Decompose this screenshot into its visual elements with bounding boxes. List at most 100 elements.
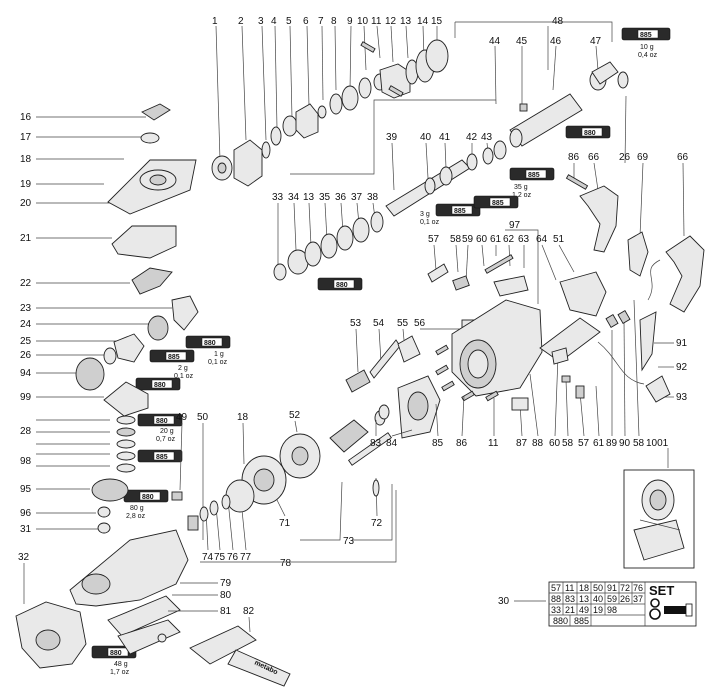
- callout-34: 34: [288, 192, 300, 203]
- grease-tube-6: 880: [317, 277, 363, 291]
- svg-text:49: 49: [579, 605, 589, 615]
- svg-text:885: 885: [156, 454, 168, 461]
- grease-tube-4: 885 3 g 0,1 oz: [420, 203, 481, 226]
- callout-95: 95: [20, 484, 32, 495]
- svg-text:48 g: 48 g: [114, 661, 128, 668]
- grease-tube-10: 880 20 g 0,7 oz: [137, 413, 183, 443]
- callout-81: 81: [220, 606, 232, 617]
- callout-96: 96: [20, 508, 32, 519]
- callout-11b: 11: [488, 438, 499, 449]
- callout-37: 37: [351, 192, 363, 203]
- callout-45: 45: [516, 36, 528, 47]
- callout-1001: 1001: [646, 438, 669, 449]
- svg-text:80 g: 80 g: [130, 505, 144, 512]
- callout-21: 21: [20, 233, 32, 244]
- callout-48: 48: [552, 16, 564, 27]
- callout-79: 79: [220, 578, 232, 589]
- grease-tube-2: 880: [565, 125, 611, 139]
- svg-text:13: 13: [579, 594, 589, 604]
- svg-text:13: 13: [303, 192, 315, 203]
- svg-text:0,4 oz: 0,4 oz: [638, 52, 658, 59]
- svg-text:50: 50: [593, 583, 603, 593]
- callout-83: 83: [370, 438, 382, 449]
- callout-11: 11: [371, 16, 382, 27]
- svg-text:26: 26: [620, 594, 630, 604]
- callout-66a: 66: [588, 152, 600, 163]
- gear-housing: [435, 299, 601, 402]
- callout-60a: 60: [476, 234, 488, 245]
- callout-49: 49: [176, 412, 188, 423]
- callout-61a: 61: [490, 234, 502, 245]
- callout-18b: 18: [237, 412, 249, 423]
- callout-24: 24: [20, 319, 32, 330]
- field-and-fan-callouts: 71 72 73 74 75 76 77 78: [187, 455, 397, 569]
- callout-48-bracket: 48: [454, 16, 613, 70]
- svg-text:18: 18: [579, 583, 589, 593]
- svg-text:0,1 oz: 0,1 oz: [208, 359, 228, 366]
- callout-87: 87: [516, 438, 528, 449]
- callout-82: 82: [243, 606, 255, 617]
- callout-16: 16: [20, 112, 32, 123]
- callout-18: 18: [20, 154, 32, 165]
- callout-97: 97: [509, 220, 521, 231]
- svg-text:885: 885: [454, 208, 466, 215]
- left-column-callouts: 16 17 18 19 20 21 22 23 24 25 26 94 99 2…: [20, 112, 172, 535]
- svg-text:1 g: 1 g: [214, 351, 224, 358]
- svg-text:59: 59: [607, 594, 617, 604]
- callout-12: 12: [385, 16, 397, 27]
- callout-35: 35: [319, 192, 331, 203]
- callout-7: 7: [318, 16, 324, 27]
- callout-58b: 58: [562, 438, 574, 449]
- callout-98: 98: [20, 456, 32, 467]
- callout-85: 85: [432, 438, 444, 449]
- callout-59: 59: [462, 234, 474, 245]
- callout-51: 51: [553, 234, 565, 245]
- grease-tube-5: 885: [473, 195, 519, 209]
- callout-76: 76: [227, 552, 239, 563]
- callout-53: 53: [350, 318, 362, 329]
- callout-47: 47: [590, 36, 602, 47]
- armature-parts: [329, 375, 441, 466]
- callout-74: 74: [202, 552, 214, 563]
- svg-text:33: 33: [551, 605, 561, 615]
- callout-46: 46: [550, 36, 562, 47]
- callout-26: 26: [20, 350, 32, 361]
- svg-text:880: 880: [142, 494, 154, 501]
- set-table: 30 57 11 18 50 91 72 76 88 83 13 40 59 2…: [498, 581, 697, 627]
- callout-61b: 61: [593, 438, 605, 449]
- callout-84: 84: [386, 438, 398, 449]
- callout-2: 2: [238, 16, 244, 27]
- svg-text:40: 40: [593, 594, 603, 604]
- callout-54: 54: [373, 318, 385, 329]
- callout-28: 28: [20, 426, 32, 437]
- callout-8: 8: [331, 16, 337, 27]
- callout-44: 44: [489, 36, 501, 47]
- svg-text:885: 885: [574, 616, 589, 626]
- callout-86: 86: [568, 152, 580, 163]
- callout-25: 25: [20, 336, 32, 347]
- callout-4: 4: [271, 16, 277, 27]
- svg-text:2,8 oz: 2,8 oz: [126, 513, 146, 520]
- callout-50: 50: [197, 412, 209, 423]
- svg-text:0,1 oz: 0,1 oz: [420, 219, 440, 226]
- callout-78: 78: [280, 558, 292, 569]
- callout-88: 88: [532, 438, 544, 449]
- svg-text:98: 98: [607, 605, 617, 615]
- svg-text:35 g: 35 g: [514, 184, 528, 191]
- callout-58c: 58: [633, 438, 645, 449]
- svg-text:885: 885: [528, 172, 540, 179]
- svg-text:1,7 oz: 1,7 oz: [110, 669, 130, 676]
- callout-36: 36: [335, 192, 347, 203]
- svg-text:57: 57: [551, 583, 561, 593]
- motor-housing: 79 80 81 82 32: [15, 529, 291, 687]
- grease-tube-7: 880 1 g 0,1 oz: [185, 335, 231, 366]
- grease-tube-9: 880: [135, 377, 181, 391]
- callout-31: 31: [20, 524, 32, 535]
- housing-upper-callouts: 97 57 58 59 60 61 62 63 64 51: [427, 220, 607, 317]
- svg-text:880: 880: [154, 382, 166, 389]
- callout-69: 69: [637, 152, 649, 163]
- svg-text:10 g: 10 g: [640, 44, 654, 51]
- svg-text:11: 11: [565, 583, 574, 593]
- callout-14: 14: [417, 16, 429, 27]
